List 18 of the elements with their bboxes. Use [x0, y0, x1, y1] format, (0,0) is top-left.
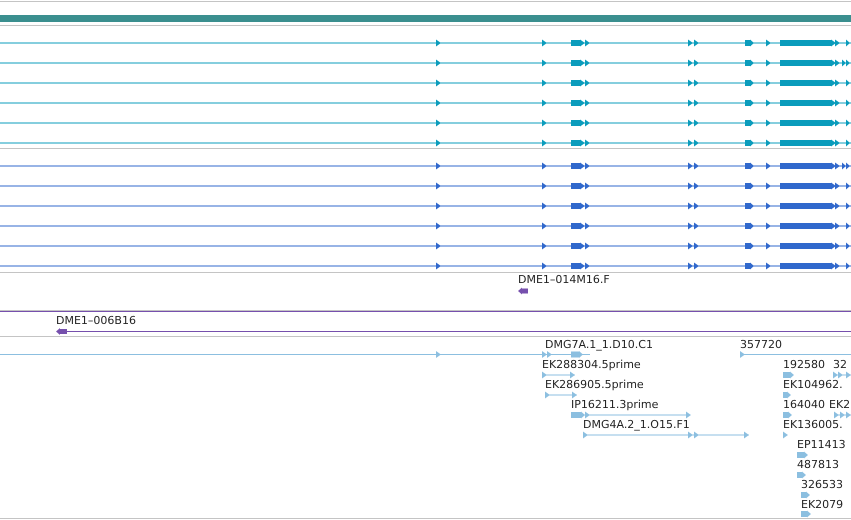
feature-label: 192580: [783, 358, 825, 371]
feature-label: EK136005.: [783, 418, 843, 431]
feature-label: DMG7A.1_1.D10.C1: [545, 338, 653, 351]
feature-label: EP11413: [797, 438, 846, 451]
feature-label: EK288304.5prime: [542, 358, 641, 371]
feature-label: DME1–014M16.F: [518, 273, 610, 286]
feature-label: DMG4A.2_1.O15.F1: [583, 418, 690, 431]
feature-label: DME1–006B16: [56, 314, 136, 327]
feature-label: EK2: [829, 398, 850, 411]
feature-label: 32: [833, 358, 847, 371]
feature-label: 326533: [801, 478, 843, 491]
feature-label: EK2079: [801, 498, 844, 511]
feature-label: 357720: [740, 338, 782, 351]
feature-label: 487813: [797, 458, 839, 471]
feature-label: EK104962.: [783, 378, 843, 391]
feature-label: 164040: [783, 398, 825, 411]
feature-label: IP16211.3prime: [571, 398, 658, 411]
feature-label: EK286905.5prime: [545, 378, 644, 391]
